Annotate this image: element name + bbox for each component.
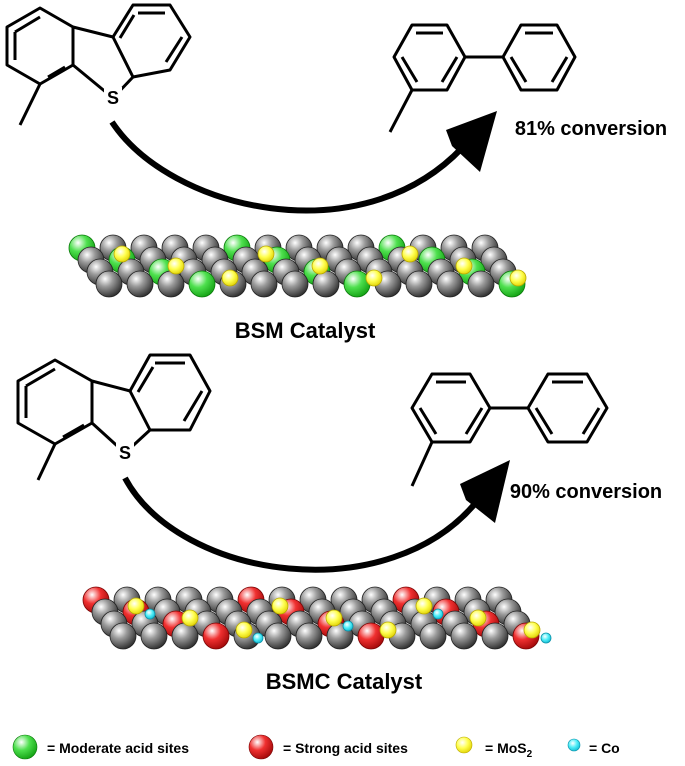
product-molecule-2 [410,372,609,487]
sulfur-mask [116,442,134,462]
reaction-2: S 90% conversion BSMC Catalyst [16,353,662,694]
support-sphere [95,270,123,298]
mos2-sphere [509,269,527,287]
support-sphere [450,622,478,650]
product-methyl-bond [410,441,434,487]
support-sphere [467,270,495,298]
co-sphere [432,608,444,620]
acid-site-sphere [343,270,371,298]
support-sphere [264,622,292,650]
legend-label-moderate-acid: = Moderate acid sites [47,740,189,756]
support-sphere [481,622,509,650]
mos2-sphere [365,269,383,287]
support-sphere [295,622,323,650]
mos2-sphere [379,621,397,639]
mos2-sphere [235,621,253,639]
reaction-arrow-2 [122,476,481,573]
methyl-bond [18,83,42,126]
sulfur-mask [104,87,122,107]
mos2-sphere [523,621,541,639]
catalyst-label-2: BSMC Catalyst [266,669,423,694]
right-ring-double-bonds [136,361,204,422]
right-benzene-ring [128,353,212,432]
arrowhead-2 [460,460,510,523]
catalyst-label-1: BSM Catalyst [235,318,376,343]
mos2-sphere [325,609,343,627]
support-sphere [312,270,340,298]
bsm-catalyst-bed [68,234,527,298]
co-sphere [540,632,552,644]
methylphenyl-double-bonds [400,31,459,83]
mos2-sphere [271,597,289,615]
support-sphere [436,270,464,298]
phenyl-double-bonds [534,380,601,435]
phenyl-ring [526,372,609,444]
methylphenyl-ring [410,372,492,444]
methyl-benzene-ring [16,358,94,446]
support-sphere [126,270,154,298]
support-sphere [109,622,137,650]
conversion-label-1: 81% conversion [515,118,667,140]
mos2-sphere [469,609,487,627]
legend-label-mos2: = MoS2 [485,740,533,760]
support-sphere [281,270,309,298]
right-ring-double-bonds [118,11,184,63]
legend-item-mos2: = MoS2 [455,736,533,760]
reactant-molecule-2 [16,353,212,481]
reaction-1: S 81% conversion BSM Catalyst [5,3,667,343]
double-bonds [24,367,85,439]
co-sphere [144,608,156,620]
support-sphere [171,622,199,650]
mos2-sphere [257,245,275,263]
methyl-benzene-ring [5,6,75,86]
mos2-sphere [455,257,473,275]
mos2-sphere [167,257,185,275]
methylphenyl-double-bonds [418,380,484,435]
yellow-sphere-icon [455,736,473,754]
co-sphere [342,620,354,632]
sulfur-atom-label: S [119,443,131,463]
acid-site-sphere [188,270,216,298]
legend-label-co: = Co [589,740,620,756]
mos2-sphere [401,245,419,263]
product-molecule-1 [388,23,577,133]
reactant-molecule-1 [5,3,192,126]
bsmc-catalyst-bed [82,586,552,650]
phenyl-double-bonds [509,31,569,83]
cyan-sphere-icon [567,738,581,752]
support-sphere [419,622,447,650]
reaction-arrow-1 [109,120,465,214]
support-sphere [405,270,433,298]
co-sphere [252,632,264,644]
acid-site-sphere [357,622,385,650]
mos2-sphere [127,597,145,615]
acid-site-sphere [202,622,230,650]
product-methyl-bond [388,89,414,133]
legend-item-moderate-acid: = Moderate acid sites [12,734,189,760]
support-sphere [140,622,168,650]
methylphenyl-ring [392,23,467,92]
mos2-sphere [181,609,199,627]
double-bonds [13,15,66,79]
red-sphere-icon [248,734,274,760]
green-sphere-icon [12,734,38,760]
methyl-bond [36,443,57,481]
sulfur-atom-label: S [107,88,119,108]
legend: = Moderate acid sites = Strong acid site… [12,734,620,760]
conversion-label-2: 90% conversion [510,481,662,503]
mos2-sphere [415,597,433,615]
support-sphere [157,270,185,298]
mos2-sphere [221,269,239,287]
arrowhead-1 [446,111,497,172]
mos2-sphere [311,257,329,275]
support-sphere [250,270,278,298]
legend-label-strong-acid: = Strong acid sites [283,740,408,756]
legend-item-co: = Co [567,738,620,756]
right-benzene-ring [111,3,192,79]
phenyl-ring [501,23,577,92]
mos2-sphere [113,245,131,263]
legend-item-strong-acid: = Strong acid sites [248,734,408,760]
thiophene-ring [72,25,135,100]
